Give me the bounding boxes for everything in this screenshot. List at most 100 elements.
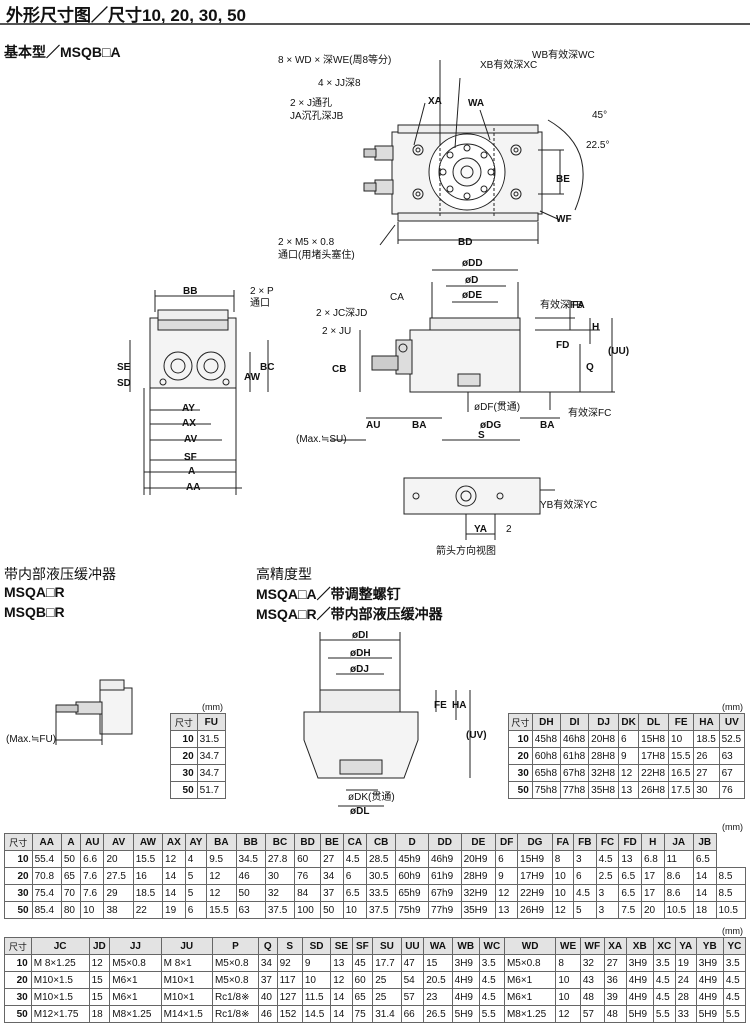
label-aw: AW bbox=[244, 372, 261, 383]
size-cell: 50 bbox=[508, 781, 533, 799]
table-cell: 5 bbox=[184, 867, 208, 885]
table-cell: 8.6 bbox=[663, 867, 694, 885]
size-cell: 10 bbox=[508, 730, 533, 748]
table-cell: 10 bbox=[551, 867, 575, 885]
table-header-cell: WC bbox=[478, 937, 505, 955]
page-header: 外形尺寸图／尺寸10, 20, 30, 50 bbox=[0, 0, 750, 26]
unit-fu: (mm) bbox=[202, 702, 223, 712]
table-cell: M5×0.8 bbox=[211, 971, 259, 989]
table-header-cell: JU bbox=[160, 937, 213, 955]
table-header-cell: DH bbox=[531, 713, 561, 731]
table-cell: 17H8 bbox=[638, 747, 670, 765]
table-cell: 15 bbox=[88, 988, 111, 1006]
table-cell: 30 bbox=[693, 781, 720, 799]
label-h: H bbox=[592, 322, 600, 333]
table-cell: 127 bbox=[276, 988, 303, 1006]
label-dd: øDD bbox=[462, 258, 483, 269]
table-cell: 70.8 bbox=[31, 867, 62, 885]
table-cell: 63 bbox=[235, 901, 266, 919]
table-cell: 65 bbox=[60, 867, 82, 885]
table-cell: 5H9 bbox=[625, 1005, 654, 1023]
table-cell: 11.5 bbox=[301, 988, 332, 1006]
table-header-cell: AX bbox=[162, 833, 186, 851]
table-cell: 26.5 bbox=[423, 1005, 453, 1023]
table-header-cell: 尺寸 bbox=[4, 937, 32, 955]
table-cell: 13 bbox=[495, 901, 519, 919]
table-cell: 37.5 bbox=[366, 901, 397, 919]
table-header-cell: AU bbox=[80, 833, 105, 851]
label-fd: FD bbox=[556, 340, 570, 351]
section-precision-b: MSQA□R／带内部液压缓冲器 bbox=[256, 606, 443, 622]
table-header-cell: P bbox=[211, 937, 259, 955]
table-cell: 10 bbox=[342, 901, 368, 919]
label-dj: øDJ bbox=[350, 664, 369, 675]
table-cell: 33 bbox=[674, 1005, 697, 1023]
table-cell: 20.5 bbox=[423, 971, 453, 989]
table-cell: 20H8 bbox=[588, 730, 620, 748]
table-header-cell: BE bbox=[320, 833, 344, 851]
table-header-cell: S bbox=[276, 937, 303, 955]
table-cell: 17H9 bbox=[517, 867, 553, 885]
table-cell: 76 bbox=[294, 867, 322, 885]
table-cell: 32 bbox=[264, 884, 296, 902]
label-a: A bbox=[188, 466, 196, 477]
table-cell: M6×1 bbox=[109, 988, 162, 1006]
table-cell: 34.7 bbox=[196, 747, 227, 765]
table-cell: 67h9 bbox=[427, 884, 462, 902]
table-cell: 6 bbox=[495, 850, 519, 868]
table-header-cell: DF bbox=[495, 833, 519, 851]
table-cell: 35H8 bbox=[588, 781, 620, 799]
table-header-cell: SF bbox=[351, 937, 374, 955]
table-header-cell: BB bbox=[235, 833, 266, 851]
table-cell: 46 bbox=[235, 867, 266, 885]
table-cell: 5.5 bbox=[478, 1005, 505, 1023]
table-cell: 10.5 bbox=[663, 901, 694, 919]
section-buffer-title: 带内部液压缓冲器 bbox=[4, 566, 116, 582]
table-cell: 5 bbox=[184, 884, 208, 902]
label-two: 2 bbox=[506, 524, 512, 535]
table-cell: M6×1 bbox=[503, 971, 557, 989]
table-header-cell: JA bbox=[663, 833, 694, 851]
size-cell: 30 bbox=[508, 764, 533, 782]
table-cell: M5×0.8 bbox=[503, 954, 557, 972]
table-cell: 5H9 bbox=[695, 1005, 724, 1023]
section-buffer-a: MSQA□R bbox=[4, 584, 65, 600]
table-cell: 47 bbox=[400, 954, 425, 972]
table-cell: 45h9 bbox=[395, 850, 429, 868]
table-header-cell: XB bbox=[625, 937, 654, 955]
table-cell: 19 bbox=[674, 954, 697, 972]
table-cell: 10 bbox=[668, 730, 695, 748]
table-cell: 12 bbox=[555, 1005, 581, 1023]
table-header-cell: AV bbox=[103, 833, 134, 851]
label-2p: 2 × P bbox=[250, 286, 274, 297]
table-cell: 14 bbox=[692, 867, 717, 885]
label-uv: (UV) bbox=[466, 730, 487, 741]
label-wd: 8 × WD × 深WE(周8等分) bbox=[278, 55, 392, 66]
table-cell: 3 bbox=[595, 884, 620, 902]
label-d: øD bbox=[465, 275, 479, 286]
table-cell: 18.5 bbox=[693, 730, 720, 748]
table-cell: 152 bbox=[276, 1005, 303, 1023]
table-cell: 28H8 bbox=[588, 747, 620, 765]
table-cell: 30 bbox=[264, 867, 296, 885]
label-225deg: 22.5° bbox=[586, 140, 610, 151]
table-cell: 3.5 bbox=[478, 954, 505, 972]
table-cell: 30.5 bbox=[366, 867, 397, 885]
table-cell: 67h8 bbox=[559, 764, 590, 782]
table-cell: 6 bbox=[184, 901, 208, 919]
table-cell: 12 bbox=[88, 954, 111, 972]
header-rule bbox=[0, 23, 750, 25]
table-cell: 3.5 bbox=[722, 954, 747, 972]
table-cell: 84 bbox=[294, 884, 322, 902]
table-cell: 26H9 bbox=[517, 901, 553, 919]
label-p-port: 通口 bbox=[250, 298, 270, 309]
table-cell: 18.5 bbox=[132, 884, 164, 902]
table-cell: 51.7 bbox=[196, 781, 227, 799]
table-cell: 65h8 bbox=[531, 764, 561, 782]
label-s: S bbox=[478, 430, 485, 441]
table-cell: 25 bbox=[372, 988, 402, 1006]
table-header-cell: JB bbox=[692, 833, 717, 851]
table-cell: M5×0.8 bbox=[211, 954, 259, 972]
